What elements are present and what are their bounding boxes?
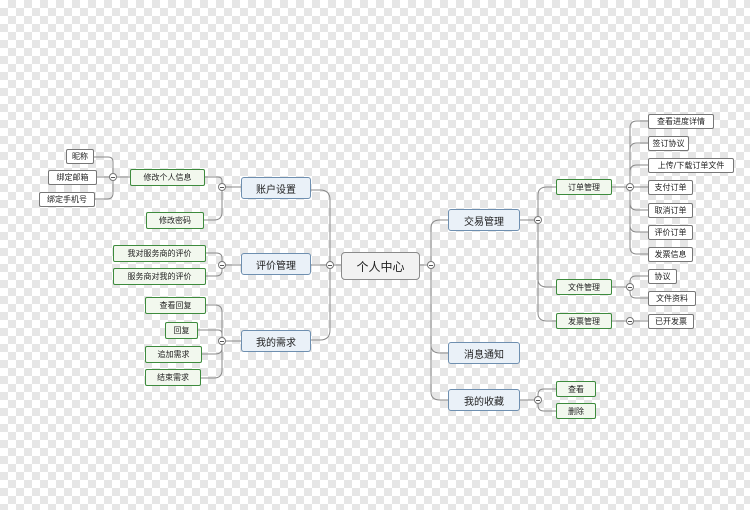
collapse-toggle-icon[interactable] [218, 261, 226, 269]
issued-invoice-node[interactable]: 已开发票 [648, 314, 694, 329]
file-management-node[interactable]: 文件管理 [556, 279, 612, 295]
collapse-toggle-icon[interactable] [427, 261, 435, 269]
modify-password-node[interactable]: 修改密码 [146, 212, 204, 229]
agreement-node[interactable]: 协议 [648, 269, 677, 284]
invoice-management-node[interactable]: 发票管理 [556, 313, 612, 329]
my-favorites-node[interactable]: 我的收藏 [448, 389, 520, 411]
view-progress-node[interactable]: 查看进度详情 [648, 114, 714, 129]
sign-agreement-node[interactable]: 签订协议 [648, 136, 689, 151]
review-management-node[interactable]: 评价管理 [241, 253, 311, 275]
collapse-toggle-icon[interactable] [534, 396, 542, 404]
collapse-toggle-icon[interactable] [534, 216, 542, 224]
review-of-provider-node[interactable]: 我对服务商的评价 [113, 245, 206, 262]
pay-order-node[interactable]: 支付订单 [648, 180, 693, 195]
collapse-toggle-icon[interactable] [109, 173, 117, 181]
my-demand-node[interactable]: 我的需求 [241, 330, 311, 352]
provider-review-of-me-node[interactable]: 服务商对我的评价 [113, 268, 206, 285]
rate-order-node[interactable]: 评价订单 [648, 225, 693, 240]
account-settings-node[interactable]: 账户设置 [241, 177, 311, 199]
bind-email-node[interactable]: 绑定邮箱 [48, 170, 97, 185]
cancel-order-node[interactable]: 取消订单 [648, 203, 693, 218]
view-favorite-node[interactable]: 查看 [556, 381, 596, 397]
order-management-node[interactable]: 订单管理 [556, 179, 612, 195]
bind-phone-node[interactable]: 绑定手机号 [39, 192, 95, 207]
modify-info-node[interactable]: 修改个人信息 [130, 169, 205, 186]
view-reply-node[interactable]: 查看回复 [145, 297, 206, 314]
collapse-toggle-icon[interactable] [218, 337, 226, 345]
collapse-toggle-icon[interactable] [626, 317, 634, 325]
collapse-toggle-icon[interactable] [326, 261, 334, 269]
invoice-info-node[interactable]: 发票信息 [648, 247, 693, 262]
upload-download-node[interactable]: 上传/下载订单文件 [648, 158, 734, 173]
collapse-toggle-icon[interactable] [218, 183, 226, 191]
add-demand-node[interactable]: 追加需求 [145, 346, 202, 363]
collapse-toggle-icon[interactable] [626, 283, 634, 291]
trade-management-node[interactable]: 交易管理 [448, 209, 520, 231]
message-notification-node[interactable]: 消息通知 [448, 342, 520, 364]
nickname-node[interactable]: 昵称 [66, 149, 94, 164]
file-material-node[interactable]: 文件资料 [648, 291, 696, 306]
root-node[interactable]: 个人中心 [341, 252, 420, 280]
end-demand-node[interactable]: 结束需求 [145, 369, 201, 386]
delete-favorite-node[interactable]: 删除 [556, 403, 596, 419]
reply-node[interactable]: 回复 [165, 322, 198, 339]
collapse-toggle-icon[interactable] [626, 183, 634, 191]
